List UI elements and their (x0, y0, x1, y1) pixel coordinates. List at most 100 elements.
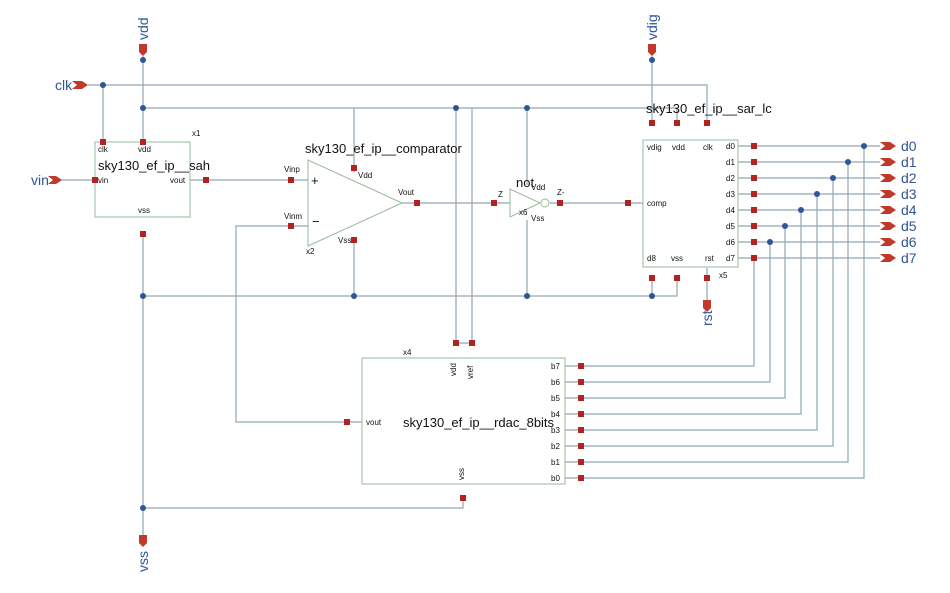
port-flag-vdd[interactable] (139, 44, 147, 56)
pin-marker (203, 177, 209, 183)
comparator-body (307, 159, 404, 247)
sar-pin-rst: rst (705, 254, 715, 263)
pin-marker (751, 207, 757, 213)
wire-d3[interactable] (565, 193, 880, 431)
junction-dot (140, 293, 146, 299)
junction-dot (649, 57, 655, 63)
pin-marker (469, 340, 475, 346)
sah-pin-vdd: vdd (138, 145, 151, 154)
rdac-pin-b0: b0 (551, 474, 560, 483)
junction-dot (845, 159, 851, 165)
wire-clk[interactable] (88, 84, 708, 142)
pin-marker (288, 177, 294, 183)
wire-vdd[interactable] (142, 56, 678, 344)
inverter-pin-in: Z (498, 190, 503, 199)
sah-pin-clk: clk (98, 145, 109, 154)
signal-label-vin: vin (31, 172, 49, 188)
wire-d0[interactable] (565, 145, 880, 479)
comparator-pin-vinp: Vinp (284, 165, 300, 174)
port-flag-rst[interactable] (703, 300, 711, 312)
signal-label-d4: d4 (901, 202, 917, 218)
sar-pin-d7: d7 (726, 254, 735, 263)
comparator-instance: x2 (306, 247, 315, 256)
wire-d2[interactable] (565, 177, 880, 447)
rdac-pin-b4: b4 (551, 410, 560, 419)
sar-pin-d8: d8 (647, 254, 656, 263)
port-flag-clk[interactable] (72, 81, 88, 89)
inverter-pin-vss: Vss (531, 214, 544, 223)
pin-marker (674, 275, 680, 281)
junction-dot (140, 57, 146, 63)
pin-marker (92, 177, 98, 183)
port-flag-vss[interactable] (139, 535, 147, 547)
sar-block[interactable]: sky130_ef_ip__sar_lc x5 vdig vdd clk com… (642, 101, 772, 280)
junction-dot (814, 191, 820, 197)
port-flag-d1[interactable] (880, 158, 896, 166)
junction-dot (524, 105, 530, 111)
pin-marker (751, 223, 757, 229)
inverter-body (509, 188, 542, 218)
comparator-block[interactable]: sky130_ef_ip__comparator x2 Vinp Vinm + … (284, 141, 462, 256)
wire-d7[interactable] (565, 257, 880, 367)
rdac-pin-b5: b5 (551, 394, 560, 403)
junction-dot (861, 143, 867, 149)
wire-dac-out[interactable] (235, 225, 362, 423)
sah-pin-vout: vout (170, 176, 186, 185)
sar-pin-vss: vss (671, 254, 683, 263)
pin-marker (453, 340, 459, 346)
pin-marker (351, 165, 357, 171)
port-flag-d0[interactable] (880, 142, 896, 150)
rdac-pin-b2: b2 (551, 442, 560, 451)
wire-d4[interactable] (565, 209, 880, 415)
pin-marker (460, 495, 466, 501)
junction-dot (798, 207, 804, 213)
pin-marker (751, 255, 757, 261)
inverter-pin-out: Z- (557, 188, 565, 197)
port-flag-d6[interactable] (880, 238, 896, 246)
pin-marker (578, 443, 584, 449)
port-flag-d5[interactable] (880, 222, 896, 230)
comparator-plus-sign: + (311, 173, 319, 188)
inverter-block[interactable]: not Vdd Vss Z Z- x6 (498, 175, 565, 223)
rdac-body (361, 357, 566, 485)
pin-marker (751, 175, 757, 181)
signal-label-vdig: vdig (644, 14, 660, 40)
port-flag-d7[interactable] (880, 254, 896, 262)
rdac-instance: x4 (403, 348, 412, 357)
pin-marker (751, 191, 757, 197)
pin-marker (751, 159, 757, 165)
sar-pin-d3: d3 (726, 190, 735, 199)
pin-marker (751, 143, 757, 149)
rdac-pin-b6: b6 (551, 378, 560, 387)
sar-pin-vdd: vdd (672, 143, 685, 152)
signal-label-vss: vss (135, 551, 151, 572)
port-flag-d3[interactable] (880, 190, 896, 198)
wire-vss[interactable] (142, 220, 678, 535)
comparator-pin-vss: Vss (338, 236, 351, 245)
sah-block[interactable]: x1 sky130_ef_ip__sah clk vdd vin vout vs… (94, 129, 210, 218)
sar-pin-d6: d6 (726, 238, 735, 247)
pin-marker (704, 275, 710, 281)
pin-markers (92, 120, 757, 501)
comparator-pin-vdd: Vdd (358, 171, 372, 180)
rdac-block[interactable]: x4 sky130_ef_ip__rdac_8bits vdd vref vou… (361, 348, 566, 485)
port-flag-vdig[interactable] (648, 44, 656, 56)
port-flag-d4[interactable] (880, 206, 896, 214)
wires (58, 56, 880, 535)
pin-marker (625, 200, 631, 206)
signal-label-d3: d3 (901, 186, 917, 202)
pin-marker (578, 379, 584, 385)
sah-pin-vin: vin (98, 176, 108, 185)
wire-d5[interactable] (565, 225, 880, 399)
pin-marker (704, 120, 710, 126)
junction-dot (649, 293, 655, 299)
pin-marker (414, 200, 420, 206)
wire-d1[interactable] (565, 161, 880, 463)
port-flag-d2[interactable] (880, 174, 896, 182)
sar-title: sky130_ef_ip__sar_lc (646, 101, 772, 116)
port-flag-vin[interactable] (48, 176, 62, 184)
pin-marker (751, 239, 757, 245)
sar-instance: x5 (719, 271, 728, 280)
pin-marker (578, 363, 584, 369)
wire-d6[interactable] (565, 241, 880, 383)
